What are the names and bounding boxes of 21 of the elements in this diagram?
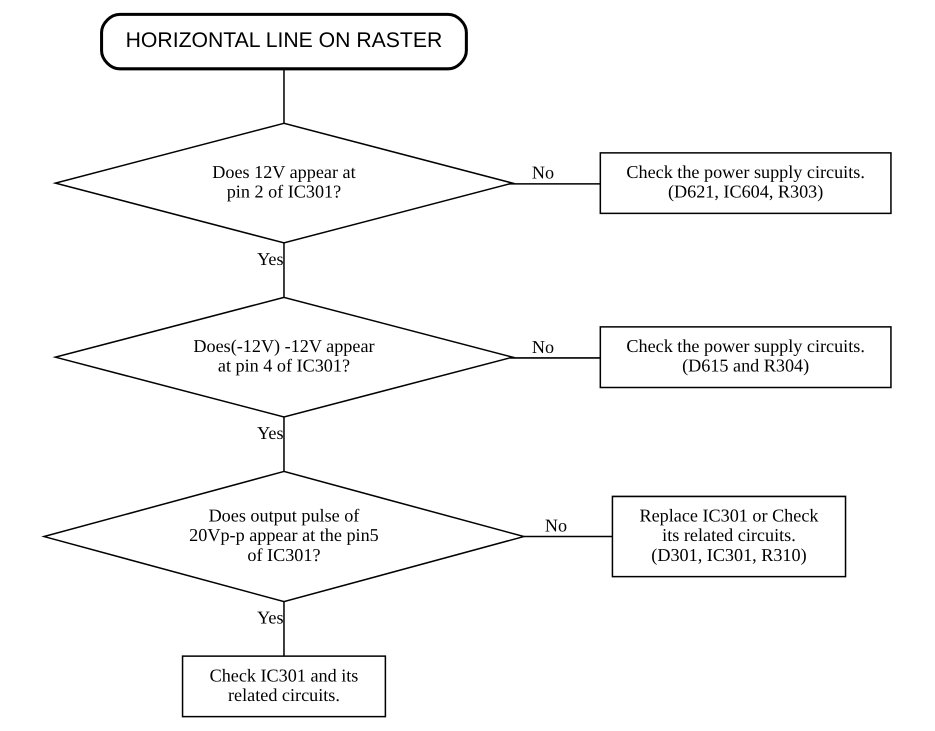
node-box: Check the power supply circuits. (D615 and R304): [600, 326, 892, 388]
edge-label: Yes: [257, 608, 284, 628]
node-box: Check IC301 and its related circuits.: [182, 655, 386, 718]
node-box: Replace IC301 or Check its related circuits. (D301, IC301, R310): [612, 496, 846, 578]
connector: [524, 536, 612, 538]
node-diamond: Does(-12V) -12V appear at pin 4 of IC301?: [52, 296, 516, 418]
edge-label: No: [544, 515, 568, 536]
edge-label: No: [532, 162, 554, 183]
edge-label: No: [532, 336, 554, 357]
connector: [283, 417, 285, 472]
node-diamond: Does output pulse of 20Vp-p appear at the pin5 of IC301?: [41, 470, 527, 602]
connector: [283, 602, 285, 656]
edge-label: Yes: [257, 423, 284, 444]
connector: [510, 183, 600, 185]
connector: [510, 357, 600, 359]
node-box: Check the power supply circuits. (D621, IC604, R303): [600, 152, 892, 214]
edge-label: Yes: [257, 248, 284, 269]
node-diamond: Does 12V appear at pin 2 of IC301?: [52, 122, 516, 244]
node-box: HORIZONTAL LINE ON RASTER: [100, 12, 468, 70]
connector: [283, 68, 285, 124]
connector: [283, 243, 285, 298]
